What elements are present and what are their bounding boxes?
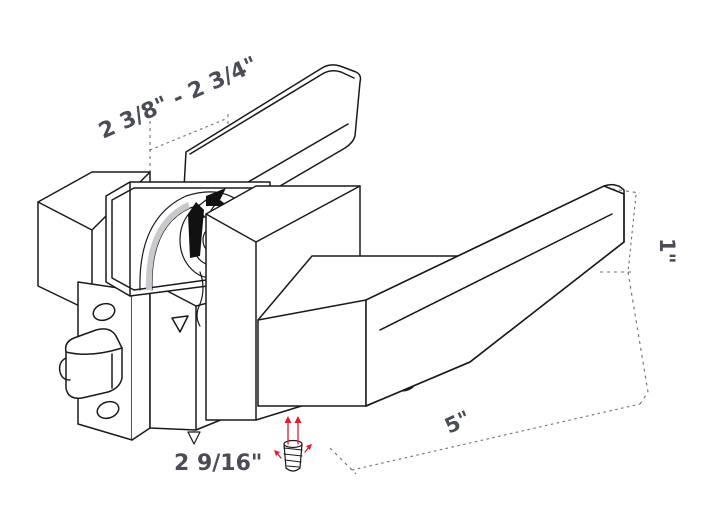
lever-length-dimension-label: 5" xyxy=(441,406,474,439)
lever-handle-end-cap xyxy=(603,183,625,243)
mechanism-rotation-arrow xyxy=(188,202,204,258)
lever-handle-bottom-edge xyxy=(365,241,625,407)
faceplate-screw-hole-bottom xyxy=(96,400,120,420)
latch-faceplate-edge xyxy=(131,281,151,441)
lever-handle-crease xyxy=(379,213,613,331)
lockset-line-art xyxy=(37,64,625,472)
set-screw-arrow-left-head xyxy=(284,416,292,423)
set-screw-direction-arrows xyxy=(274,416,312,459)
crossbore-arrow-head xyxy=(187,431,201,445)
lever-length-extension-left xyxy=(329,447,357,475)
latch-bolt-bevel xyxy=(65,347,123,355)
lever-length-extension-right xyxy=(639,391,649,405)
spring-tail xyxy=(196,271,204,327)
latch-bolt-retract-tab xyxy=(58,357,71,381)
set-screw-head xyxy=(283,439,303,449)
crossbore-dimension-label: 2 9/16" xyxy=(174,451,262,476)
lever-handle-top-edge xyxy=(365,185,605,301)
mechanism-arrow-head xyxy=(206,188,228,206)
set-screw xyxy=(283,439,303,472)
rose-thickness-extension-top xyxy=(611,188,641,194)
door-edge-plate-fold xyxy=(189,69,355,155)
latch-bolt xyxy=(64,328,123,400)
set-screw-side-arrow-right-head xyxy=(306,444,312,450)
rose-thickness-dimension-label: 1" xyxy=(655,238,679,264)
backset-dimension-leader xyxy=(149,117,229,151)
latch-housing-triangle-mark xyxy=(171,315,189,333)
lever-handle xyxy=(365,185,625,407)
cam-arc-shade xyxy=(145,202,190,290)
lever-length-dimension-line xyxy=(351,403,641,471)
set-screw-arrow-right-head xyxy=(294,416,302,423)
rose-thickness-extension-lower xyxy=(627,271,649,393)
faceplate-screw-hole-top xyxy=(92,302,116,322)
set-screw-side-arrow-left-head xyxy=(274,450,280,456)
set-screw-threads xyxy=(283,447,303,468)
rose-thickness-dimension-line xyxy=(627,194,637,273)
set-screw-body xyxy=(283,443,303,472)
